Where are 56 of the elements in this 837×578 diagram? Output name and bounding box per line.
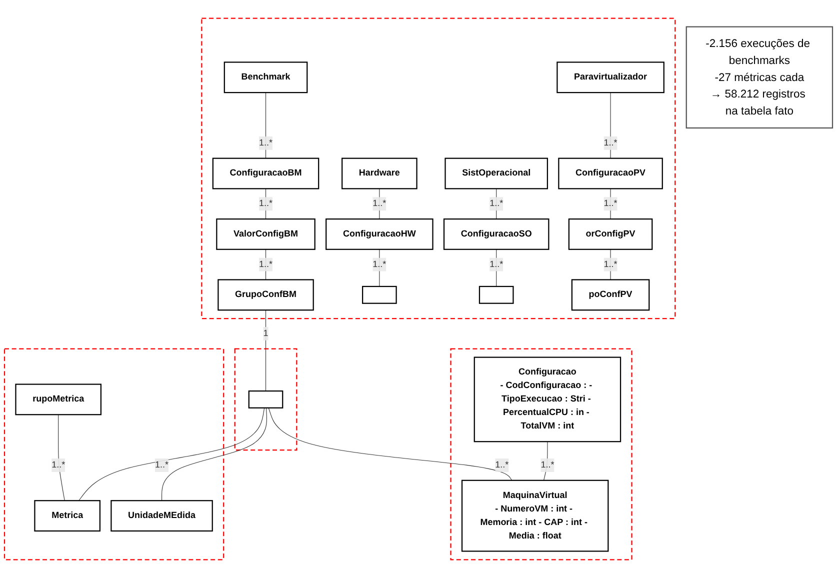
edge-label: 1..* xyxy=(490,259,504,270)
node-box: poConfPV xyxy=(571,279,650,311)
cluster xyxy=(450,348,632,560)
connector xyxy=(496,249,497,287)
cluster xyxy=(234,348,298,451)
connector xyxy=(610,188,611,220)
connector xyxy=(379,188,380,220)
connector xyxy=(265,249,266,280)
edge-label: 1..* xyxy=(52,460,66,470)
node-box: Paravirtualizador xyxy=(556,62,664,94)
connector xyxy=(496,188,497,220)
node-box: ConfiguracaoBM xyxy=(212,158,320,190)
connector xyxy=(78,408,265,501)
connector xyxy=(543,441,548,481)
node-box: ValorConfigBM xyxy=(216,218,316,250)
connector xyxy=(58,414,65,501)
node-box: orConfigPV xyxy=(568,218,653,250)
edge-label: 1..* xyxy=(372,198,386,208)
node-box xyxy=(248,390,284,408)
edge-label: 1..* xyxy=(604,259,618,270)
node-box: ConfiguracaoHW xyxy=(326,218,434,250)
edge-label: 1..* xyxy=(259,259,273,270)
node-box: Configuracao - CodConfiguracao : - TipoExecucao : Stri - PercentualCPU : in - TotalVM : int xyxy=(474,356,622,442)
edge-label: 1..* xyxy=(540,460,554,470)
node-box xyxy=(362,286,397,304)
node-box: rupoMetrica xyxy=(15,384,102,416)
connector xyxy=(610,249,611,280)
node-box: UnidadeMEdida xyxy=(110,500,213,532)
edge-label: 1 xyxy=(263,328,268,338)
node-box: ConfiguracaoPV xyxy=(558,158,663,190)
connector xyxy=(610,92,611,159)
edge-label: 1..* xyxy=(490,198,504,208)
edge-label: 1..* xyxy=(155,460,169,470)
node-box xyxy=(478,286,514,304)
connector xyxy=(268,408,512,481)
connector xyxy=(379,249,380,287)
connector xyxy=(265,310,266,392)
node-box: MaquinaVirtual - NumeroVM : int - Memoria : int - CAP : int - Media : float xyxy=(461,480,609,552)
edge-label: 1..* xyxy=(259,198,273,208)
node-box: GrupoConfBM xyxy=(218,279,314,311)
connector xyxy=(265,92,266,159)
edge-label: 1..* xyxy=(604,138,618,148)
node-box: ConfiguracaoSO xyxy=(443,218,550,250)
node-box: Metrica xyxy=(34,500,100,532)
connector xyxy=(162,408,268,501)
node-box: SistOperacional xyxy=(444,158,548,190)
edge-label: 1..* xyxy=(259,138,273,148)
node-box: Hardware xyxy=(342,158,418,190)
cluster xyxy=(201,18,676,320)
edge-label: 1..* xyxy=(495,460,509,470)
edge-label: 1..* xyxy=(604,198,618,208)
connector xyxy=(265,188,266,220)
node-box: Benchmark xyxy=(224,62,308,94)
node-box: -2.156 execuções de benchmarks -27 métricas cada → 58.212 registros na tabela fato xyxy=(686,26,834,129)
edge-label: 1..* xyxy=(372,259,386,270)
cluster xyxy=(4,348,224,560)
